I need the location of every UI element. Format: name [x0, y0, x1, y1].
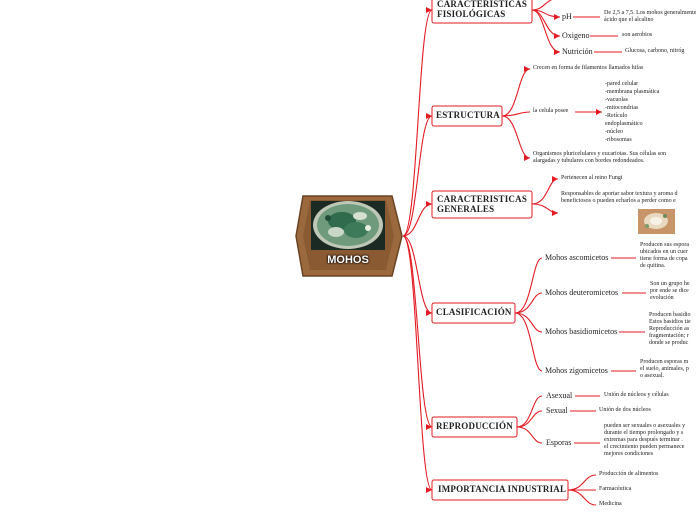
clasificacion-ascomicetos-label[interactable]: Mohos ascomicetos: [545, 253, 609, 262]
fisiologicas-nutricion-label[interactable]: Nutrición: [562, 47, 593, 56]
clasificacion-basidiomicetos-text[interactable]: Producen basidio Estos basidios tie Repr…: [649, 312, 691, 346]
arrowheads: [426, 7, 602, 493]
node-box-reproduccion: [431, 416, 518, 438]
generales-sabor-textura[interactable]: Responsables de aportar sabor textura y …: [561, 191, 678, 204]
clasificacion-deuteromicetos-label[interactable]: Mohos deuteromicetos: [545, 288, 619, 297]
industrial-alimentos[interactable]: Producción de alimentos: [599, 471, 659, 477]
estructura-celula-label[interactable]: la celula posee: [533, 108, 569, 114]
fisiologicas-ph-value[interactable]: De 2,5 a 7,5. Los mohos generalmente áci…: [604, 10, 696, 23]
mold-image: [311, 201, 385, 250]
estructura-pluricelulares[interactable]: Organismos pluricelulares y eucariotas. …: [533, 151, 667, 164]
node-box-estructura: [431, 105, 503, 127]
node-box-generales: [431, 190, 533, 219]
estructura-celula-parts[interactable]: -pared celular -membrana plasmática -vac…: [605, 81, 660, 143]
reproduccion-asexual-value[interactable]: Unión de núcleos y células: [604, 392, 669, 398]
clasificacion-zigomicetos-label[interactable]: Mohos zigomicetos: [545, 366, 608, 375]
root-title[interactable]: MOHOS: [327, 254, 369, 266]
reproduccion-esporas-label[interactable]: Esporas: [546, 438, 572, 447]
generales-reino-fungi[interactable]: Pertenecen al reino Fungi: [561, 175, 623, 181]
estructura-hifas[interactable]: Crecen en forma de filamentos llamados h…: [533, 65, 644, 71]
fisiologicas-nutricion-value[interactable]: Glucosa, carbono, nitróg: [625, 48, 685, 54]
reproduccion-sexual-label[interactable]: Sexual: [546, 406, 568, 415]
reproduccion-esporas-value[interactable]: pueden ser sexuales o asexuales y durant…: [604, 423, 686, 457]
fisiologicas-oxigeno-value[interactable]: son aerobios: [622, 32, 653, 38]
clasificacion-basidiomicetos-label[interactable]: Mohos basidiomicetos: [545, 327, 618, 336]
node-generales[interactable]: CARACTERISTICAS GENERALES: [437, 194, 528, 215]
cheese-image: [638, 209, 675, 234]
node-box-industrial: [431, 479, 569, 501]
node-estructura[interactable]: ESTRUCTURA: [436, 110, 501, 120]
clasificacion-deuteromicetos-text[interactable]: Son un grupo he por ende se dice evoluci…: [650, 281, 690, 301]
clasificacion-zigomicetos-text[interactable]: Producen esporas m el suelo, animales, p…: [640, 359, 689, 379]
industrial-farmaceutica[interactable]: Farmacéutica: [599, 486, 632, 492]
node-box-fisiologicas: [431, 0, 533, 24]
fisiologicas-oxigeno-label[interactable]: Oxigeno: [562, 31, 590, 40]
node-fisiologicas[interactable]: CARACTERÍSTICAS FISIOLÓGICAS: [437, 0, 528, 20]
reproduccion-sexual-value[interactable]: Unión de dos núcleos: [599, 407, 651, 413]
fisiologicas-ph-label[interactable]: pH: [562, 12, 572, 21]
node-reproduccion[interactable]: REPRODUCCIÓN: [436, 421, 513, 431]
node-box-clasificacion: [431, 302, 516, 324]
node-clasificacion[interactable]: CLASIFICACIÓN: [436, 307, 512, 317]
industrial-medicina[interactable]: Medicina: [599, 501, 622, 507]
clasificacion-ascomicetos-text[interactable]: Producen sus espora ubicados en un cuer …: [640, 242, 689, 269]
reproduccion-asexual-label[interactable]: Asexual: [546, 391, 573, 400]
node-industrial[interactable]: IMPORTANCIA INDUSTRIAL: [438, 484, 567, 494]
